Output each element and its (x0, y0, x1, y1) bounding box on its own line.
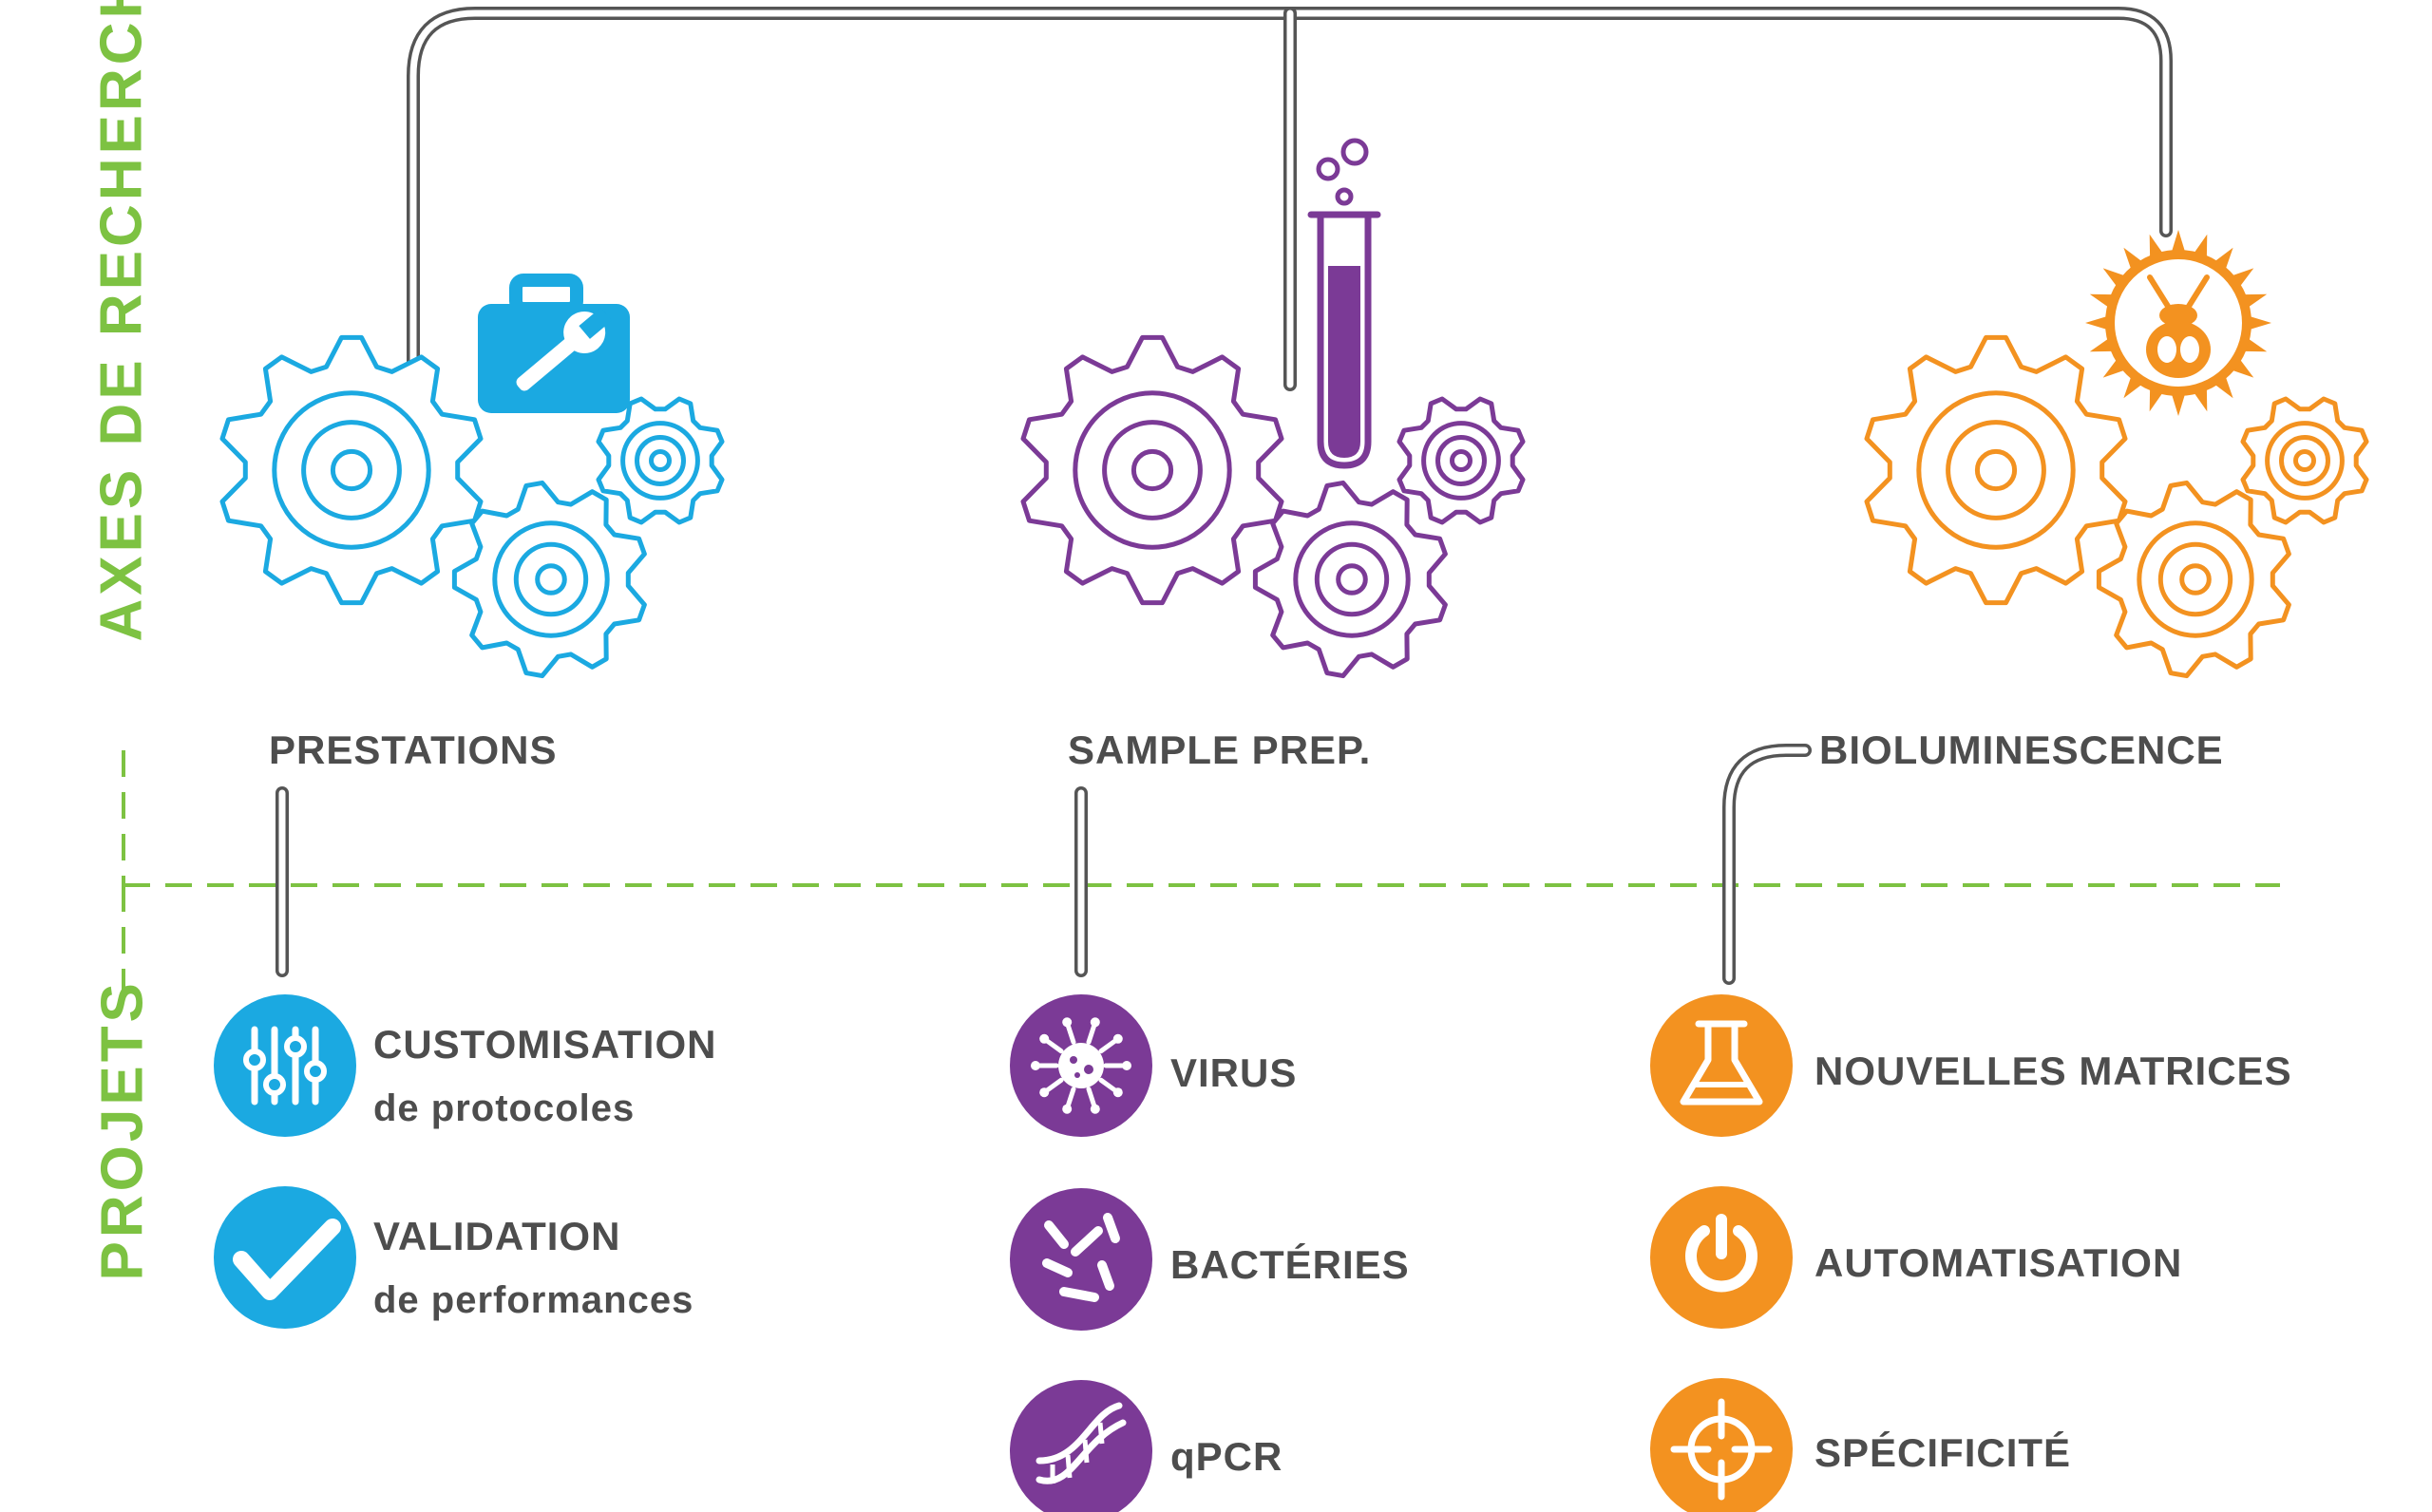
sun-ray (2089, 293, 2113, 308)
sun-ray (2194, 388, 2208, 412)
flask-icon (1650, 994, 1793, 1137)
sun-ray (2172, 230, 2185, 252)
category-title-sample-prep: SAMPLE PREP. (1068, 728, 1372, 772)
power-icon (1650, 1186, 1793, 1329)
sliders-icon (214, 994, 356, 1137)
firefly-sun-icon (2085, 230, 2271, 416)
virus-spike (1098, 1077, 1118, 1093)
project-title-qpcr: qPCR (1170, 1434, 1283, 1479)
project-title-nouvelles-matrices: NOUVELLES MATRICES (1814, 1049, 2292, 1093)
bacteria-icon (1010, 1188, 1152, 1331)
sun-ray (2194, 234, 2208, 257)
virus-spike-tip (1062, 1104, 1073, 1114)
gear-small-icon (1396, 396, 1526, 525)
virus-spike (1065, 1087, 1076, 1108)
sun-ray (2244, 338, 2268, 352)
project-title-automatisation: AUTOMATISATION (1814, 1240, 2183, 1285)
toolbox-wrench-icon (478, 274, 630, 413)
virus-spike-tip (1039, 1033, 1050, 1044)
gear-small-icon (2240, 396, 2369, 525)
project-subtitle-validation: de performances (373, 1279, 694, 1321)
project-subtitle-customisation: de protocoles (373, 1087, 636, 1129)
project-title-virus: VIRUS (1170, 1050, 1298, 1095)
project-title-customisation: CUSTOMISATION (373, 1022, 717, 1067)
gear-cluster-sample-prep (1020, 334, 1526, 679)
category-title-bioluminescence: BIOLUMINESCENCE (1819, 728, 2224, 772)
test-tube-icon (1307, 138, 1381, 469)
dna-icon (1010, 1380, 1152, 1512)
sun-ray (2149, 234, 2163, 257)
virus-spike-tip (1090, 1104, 1100, 1114)
gear-large-icon (1864, 334, 2128, 606)
virus-icon (1010, 994, 1152, 1137)
virus-spike (1065, 1023, 1076, 1045)
virus-spike-tip (1031, 1061, 1040, 1070)
sun-ray (2085, 316, 2107, 330)
axis-label-projects: PROJETS (89, 979, 156, 1281)
sun-ray (2250, 316, 2271, 330)
gear-large-icon (1020, 334, 1284, 606)
virus-spike (1086, 1087, 1097, 1108)
project-title-specificite: SPÉCIFICITÉ (1814, 1430, 2072, 1475)
axis-label-research: AXES DE RECHERCHE (88, 0, 155, 642)
gear-large-icon (219, 334, 484, 606)
virus-spike (1044, 1038, 1064, 1054)
sun-ray (2149, 388, 2163, 412)
checkmark-icon (214, 1186, 356, 1329)
virus-spike (1086, 1023, 1097, 1045)
top-bracket (407, 7, 2173, 391)
gear-medium-icon (2096, 480, 2291, 679)
sun-ray (2244, 293, 2268, 308)
virus-spike-tip (1112, 1087, 1123, 1098)
gear-medium-icon (451, 480, 647, 679)
sun-ray (2089, 338, 2113, 352)
gear-cluster-bioluminescence (1864, 334, 2369, 679)
virus-spike (1044, 1077, 1064, 1093)
gear-medium-icon (1252, 480, 1448, 679)
sun-ray (2172, 394, 2185, 416)
virus-spike-tip (1122, 1061, 1131, 1070)
project-title-validation: VALIDATION (373, 1214, 621, 1258)
virus-spike-tip (1090, 1017, 1100, 1028)
project-title-bacteries: BACTÉRIES (1170, 1242, 1410, 1287)
crosshair-icon (1650, 1378, 1793, 1512)
project-connectors (276, 744, 1812, 985)
category-title-prestations: PRESTATIONS (269, 728, 558, 772)
virus-spike (1098, 1038, 1118, 1054)
virus-spike-tip (1112, 1033, 1123, 1044)
gear-small-icon (596, 396, 725, 525)
gear-cluster-prestations (219, 334, 725, 679)
virus-spike-tip (1039, 1087, 1050, 1098)
virus-spike-tip (1062, 1017, 1073, 1028)
